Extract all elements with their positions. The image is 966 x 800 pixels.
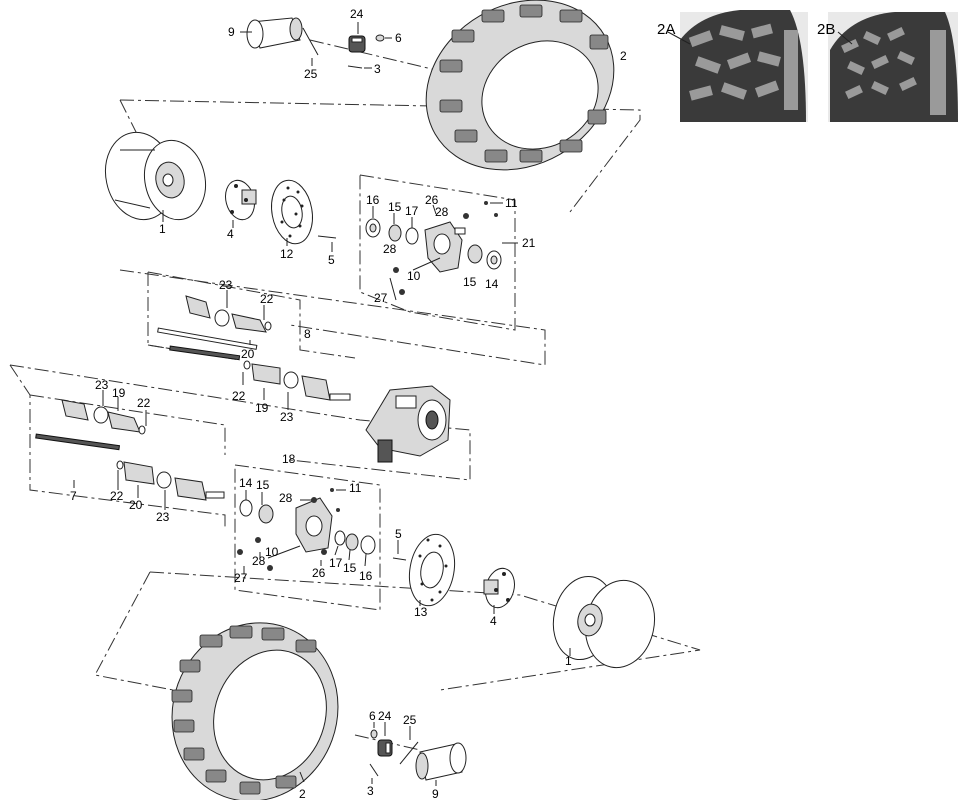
- label-22-d: 22: [110, 489, 124, 503]
- label-22-b: 22: [232, 389, 246, 403]
- ring-icon-17-top: [405, 227, 419, 245]
- label-2-top: 2: [620, 49, 627, 63]
- label-8: 8: [304, 327, 311, 341]
- tire-icon-top: [425, 0, 615, 171]
- tire-tread-photo-2b: [828, 12, 958, 122]
- label-23-d: 23: [156, 510, 170, 524]
- label-19-bottom: 19: [112, 386, 126, 400]
- label-11-bottom: 11: [349, 481, 362, 495]
- ring-icon-17-lower: [334, 530, 346, 546]
- hub-cap-icon-bottom: [415, 742, 467, 781]
- label-28-b: 28: [383, 242, 397, 256]
- label-26-top: 26: [425, 193, 439, 207]
- label-15-b: 15: [463, 275, 477, 289]
- label-7: 7: [70, 489, 77, 503]
- seal-icon-15-lower: [258, 504, 274, 524]
- label-16-bottom: 16: [359, 569, 373, 583]
- label-5-top: 5: [328, 253, 335, 267]
- bearing-icon-16-lower: [360, 535, 376, 555]
- label-28-a: 28: [435, 205, 449, 219]
- brake-disc-icon-top: [271, 179, 313, 245]
- bearing-icon-14-top: [486, 250, 502, 270]
- wheel-rim-icon-lower: [552, 575, 655, 669]
- label-12: 12: [280, 247, 294, 261]
- label-24-bottom: 24: [378, 709, 392, 723]
- seal-icon-15b-lower: [345, 533, 359, 551]
- label-22-c: 22: [137, 396, 151, 410]
- label-3-bottom: 3: [367, 784, 374, 798]
- label-28-c: 28: [279, 491, 293, 505]
- label-27-top: 27: [374, 291, 388, 305]
- label-5-bottom: 5: [395, 527, 402, 541]
- cotter-pin-icon-top: [302, 27, 319, 56]
- label-13: 13: [414, 605, 428, 619]
- washer-icon-bottom: [370, 729, 378, 739]
- label-23-c: 23: [95, 378, 109, 392]
- label-6-top: 6: [395, 31, 402, 45]
- label-17-top: 17: [405, 204, 419, 218]
- label-18: 18: [282, 452, 296, 466]
- wheel-rim-icon-top: [105, 131, 207, 221]
- label-14-bottom: 14: [239, 476, 253, 490]
- tire-icon-bottom: [171, 622, 339, 800]
- label-27-bottom: 27: [234, 571, 248, 585]
- label-26-bottom: 26: [312, 566, 326, 580]
- label-1-top: 1: [159, 222, 166, 236]
- wheel-hub-icon-lower: [483, 567, 515, 609]
- label-17-bottom: 17: [329, 556, 343, 570]
- bolt-icon-5-top: [317, 235, 337, 239]
- castle-nut-icon-bottom: [377, 739, 393, 757]
- label-21: 21: [522, 236, 536, 250]
- label-23-b: 23: [280, 410, 294, 424]
- drive-shaft-icon-lower: [35, 399, 225, 501]
- label-3-top: 3: [374, 62, 381, 76]
- label-2a: 2A: [657, 21, 675, 38]
- label-16-top: 16: [366, 193, 380, 207]
- label-15-c: 15: [256, 478, 270, 492]
- washer-icon-top: [375, 34, 385, 42]
- label-15-a: 15: [388, 200, 402, 214]
- label-4-top: 4: [227, 227, 234, 241]
- label-24-top: 24: [350, 7, 364, 21]
- bolt-icon-5-lower: [392, 557, 407, 561]
- seal-icon-15b-top: [467, 244, 483, 264]
- label-28-d: 28: [252, 554, 266, 568]
- label-2-bottom: 2: [299, 787, 306, 800]
- label-2b: 2B: [817, 21, 835, 38]
- seal-icon-15-top: [388, 224, 402, 242]
- label-4-bottom: 4: [490, 614, 497, 628]
- bolt-icon-bottom: [369, 763, 379, 777]
- label-25-bottom: 25: [403, 713, 417, 727]
- label-9-bottom: 9: [432, 787, 439, 800]
- bearing-icon-14-lower: [239, 499, 253, 517]
- label-20-bottom: 20: [129, 498, 143, 512]
- label-6-bottom: 6: [369, 709, 376, 723]
- label-23-a: 23: [219, 278, 233, 292]
- bolt-icon-top: [347, 65, 363, 69]
- steering-knuckle-icon-lower: [295, 497, 333, 553]
- label-14-top: 14: [485, 277, 499, 291]
- label-10-top: 10: [407, 269, 421, 283]
- label-25-top: 25: [304, 67, 318, 81]
- label-1-bottom: 1: [565, 654, 572, 668]
- hub-cap-icon-top: [246, 17, 303, 49]
- steering-knuckle-icon-top: [424, 221, 466, 273]
- castle-nut-icon-top: [348, 35, 366, 53]
- tire-tread-photo-2a: [680, 10, 808, 122]
- differential-icon: [365, 385, 451, 463]
- label-15-d: 15: [343, 561, 357, 575]
- brake-disc-icon-lower: [408, 533, 456, 607]
- label-10-bottom: 10: [265, 545, 279, 559]
- cotter-pin-icon-bottom: [399, 741, 419, 765]
- label-20-top: 20: [241, 347, 255, 361]
- drive-shaft-icon-upper: [157, 295, 351, 401]
- label-9-top: 9: [228, 25, 235, 39]
- label-19-top: 19: [255, 401, 269, 415]
- label-11-top: 11: [505, 196, 518, 210]
- label-22-a: 22: [260, 292, 274, 306]
- bearing-icon-16-top: [365, 218, 381, 238]
- wheel-hub-icon-top: [225, 179, 257, 221]
